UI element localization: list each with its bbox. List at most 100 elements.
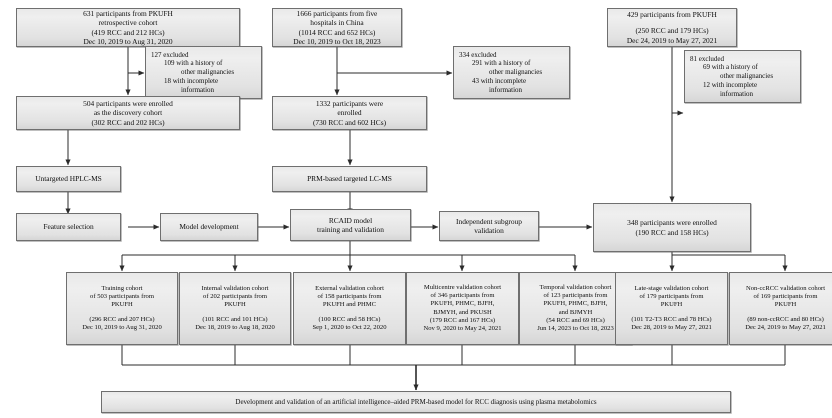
source-line: Dec 10, 2019 to Aug 31, 2020	[83, 36, 173, 46]
cohort-line: of 179 participants from	[639, 293, 704, 301]
process-label: RCAID model	[328, 215, 373, 225]
exclusion-line: 334 excluded	[459, 50, 497, 59]
source-box-pkufh-subgroup: 429 participants from PKUFH (250 RCC and…	[607, 8, 737, 47]
cohort-line: of 123 participants from	[543, 292, 608, 300]
enrolled-box-1332: 1332 participants were enrolled (730 RCC…	[272, 96, 427, 130]
exclusion-line: 109 with a history of	[164, 59, 223, 68]
source-line: retrospective cohort	[98, 18, 158, 28]
cohort-line: Dec 18, 2019 to Aug 18, 2020	[195, 323, 275, 331]
enrolled-line: 504 participants were enrolled	[83, 99, 173, 109]
cohort-line: (101 T2-T3 RCC and 78 HCs)	[631, 315, 712, 323]
cohort-line: PKUFH	[111, 301, 133, 309]
source-line: Dec 24, 2019 to May 27, 2021	[626, 35, 718, 45]
cohort-line: PKUFH	[774, 301, 797, 309]
cohort-line: of 346 participants from	[430, 292, 495, 300]
enrolled-line: (302 RCC and 202 HCs)	[91, 117, 165, 127]
cohort-box-external-validation: External validation cohort of 158 partic…	[293, 272, 406, 345]
cohort-line: of 169 participants from	[753, 293, 818, 301]
source-line: 429 participants from PKUFH	[627, 10, 717, 20]
cohort-line: External validation cohort	[315, 284, 384, 292]
cohort-line: Dec 10, 2019 to Aug 31, 2020	[82, 323, 162, 331]
enrolled-line: 1332 participants were	[315, 99, 384, 109]
exclusion-line: 12 with incomplete	[703, 80, 758, 89]
exclusion-line: other malignancies	[181, 68, 235, 77]
cohort-line: (89 non-ccRCC and 80 HCs)	[747, 315, 824, 323]
exclusion-line: 18 with incomplete	[164, 76, 219, 85]
process-label: Model development	[179, 222, 239, 232]
exclusion-box-81: 81 excluded 69 with a history of other m…	[684, 50, 801, 103]
exclusion-line: 81 excluded	[690, 54, 725, 63]
exclusion-box-334: 334 excluded 291 with a history of other…	[453, 46, 570, 99]
cohort-line: Internal validation cohort	[201, 284, 269, 292]
exclusion-line: information	[720, 89, 754, 98]
conclusion-label: Development and validation of an artific…	[235, 397, 597, 406]
process-label: PRM-based targeted LC-MS	[307, 174, 392, 184]
cohort-line: Dec 24, 2019 to May 27, 2021	[745, 323, 826, 331]
enrolled-line: 348 participants were enrolled	[627, 218, 717, 228]
cohort-line: Temporal validation cohort	[539, 283, 612, 291]
cohort-line: (101 RCC and 101 HCs)	[202, 315, 268, 323]
cohort-line: PKUFH, PHMC, BJFH,	[543, 300, 608, 308]
process-label: training and validation	[317, 225, 384, 234]
cohort-line: (296 RCC and 207 HCs)	[89, 315, 155, 323]
source-line: (1014 RCC and 652 HCs)	[298, 27, 376, 37]
exclusion-line: information	[489, 85, 523, 94]
exclusion-line: 291 with a history of	[472, 59, 531, 68]
cohort-line: Sep 1, 2020 to Oct 22, 2020	[312, 323, 387, 331]
process-box-targeted-lc-ms: PRM-based targeted LC-MS	[272, 166, 427, 192]
cohort-box-training: Training cohort of 503 participants from…	[66, 272, 178, 345]
cohort-line: Training cohort	[101, 284, 143, 292]
cohort-box-internal-validation: Internal validation cohort of 202 partic…	[179, 272, 291, 345]
source-box-five-hospitals: 1666 participants from five hospitals in…	[272, 8, 402, 47]
source-line: 1666 participants from five	[296, 9, 378, 19]
enrolled-line: enrolled	[337, 108, 362, 118]
source-line: (419 RCC and 212 HCs)	[91, 27, 165, 37]
cohort-line: PKUFH, PHMC, BJFH,	[430, 300, 495, 308]
exclusion-line: 127 excluded	[151, 50, 189, 59]
cohort-line: (54 RCC and 69 HCs)	[546, 316, 605, 324]
cohort-line: Jun 14, 2023 to Oct 18, 2023	[537, 324, 614, 332]
cohort-line: of 202 participants from	[203, 293, 267, 301]
exclusion-line: 43 with incomplete	[472, 76, 527, 85]
process-box-rcaid-model: RCAID model training and validation	[290, 209, 411, 241]
enrolled-box-348: 348 participants were enrolled (190 RCC …	[593, 203, 751, 252]
enrolled-box-discovery: 504 participants were enrolled as the di…	[16, 96, 240, 130]
process-box-untargeted-hplc-ms: Untargeted HPLC-MS	[16, 166, 121, 192]
cohort-line: PKUFH and PHMC	[322, 301, 377, 309]
cohort-box-late-stage-validation: Late-stage validation cohort of 179 part…	[615, 272, 728, 345]
exclusion-box-127: 127 excluded 109 with a history of other…	[145, 46, 262, 99]
cohort-line: BJMYH, and PKUSH	[433, 308, 492, 316]
exclusion-line: other malignancies	[489, 68, 543, 77]
cohort-line: PKUFH	[660, 301, 683, 309]
process-label: Independent subgroup	[456, 216, 522, 226]
process-label: validation	[474, 226, 504, 235]
process-label: Feature selection	[43, 222, 94, 232]
exclusion-line: information	[181, 85, 215, 94]
cohort-line: (100 RCC and 58 HCs)	[318, 315, 381, 323]
source-box-pkufh-retrospective: 631 participants from PKUFH retrospectiv…	[16, 8, 240, 47]
enrolled-line: as the discovery cohort	[93, 108, 163, 118]
source-line-blank	[611, 19, 733, 26]
source-line: (250 RCC and 179 HCs)	[635, 26, 709, 36]
enrolled-line: (730 RCC and 602 HCs)	[312, 117, 387, 127]
cohort-box-non-ccrcc-validation: Non-ccRCC validation cohort of 169 parti…	[729, 272, 832, 345]
cohort-line: Multicentre validation cohort	[423, 283, 502, 291]
cohort-line: of 158 participants from	[317, 293, 382, 301]
process-box-model-development: Model development	[160, 213, 258, 241]
source-line: hospitals in China	[310, 18, 364, 28]
cohort-line: of 503 participants from	[90, 293, 154, 301]
cohort-line: and BJMYH	[558, 308, 593, 316]
process-box-independent-subgroup-validation: Independent subgroup validation	[439, 211, 539, 241]
exclusion-line: 69 with a history of	[703, 63, 758, 72]
cohort-line: PKUFH	[224, 301, 246, 309]
source-line: 631 participants from PKUFH	[83, 9, 173, 19]
conclusion-box: Development and validation of an artific…	[101, 391, 731, 413]
exclusion-line: other malignancies	[720, 72, 774, 81]
cohort-line: (179 RCC and 167 HCs)	[429, 316, 496, 324]
enrolled-line: (190 RCC and 158 HCs)	[635, 227, 709, 237]
cohort-line: Dec 28, 2019 to May 27, 2021	[631, 323, 712, 331]
cohort-line: Nov 9, 2020 to May 24, 2021	[423, 324, 502, 332]
cohort-line: Late-stage validation cohort	[634, 284, 709, 292]
cohort-box-temporal-validation: Temporal validation cohort of 123 partic…	[519, 272, 632, 345]
